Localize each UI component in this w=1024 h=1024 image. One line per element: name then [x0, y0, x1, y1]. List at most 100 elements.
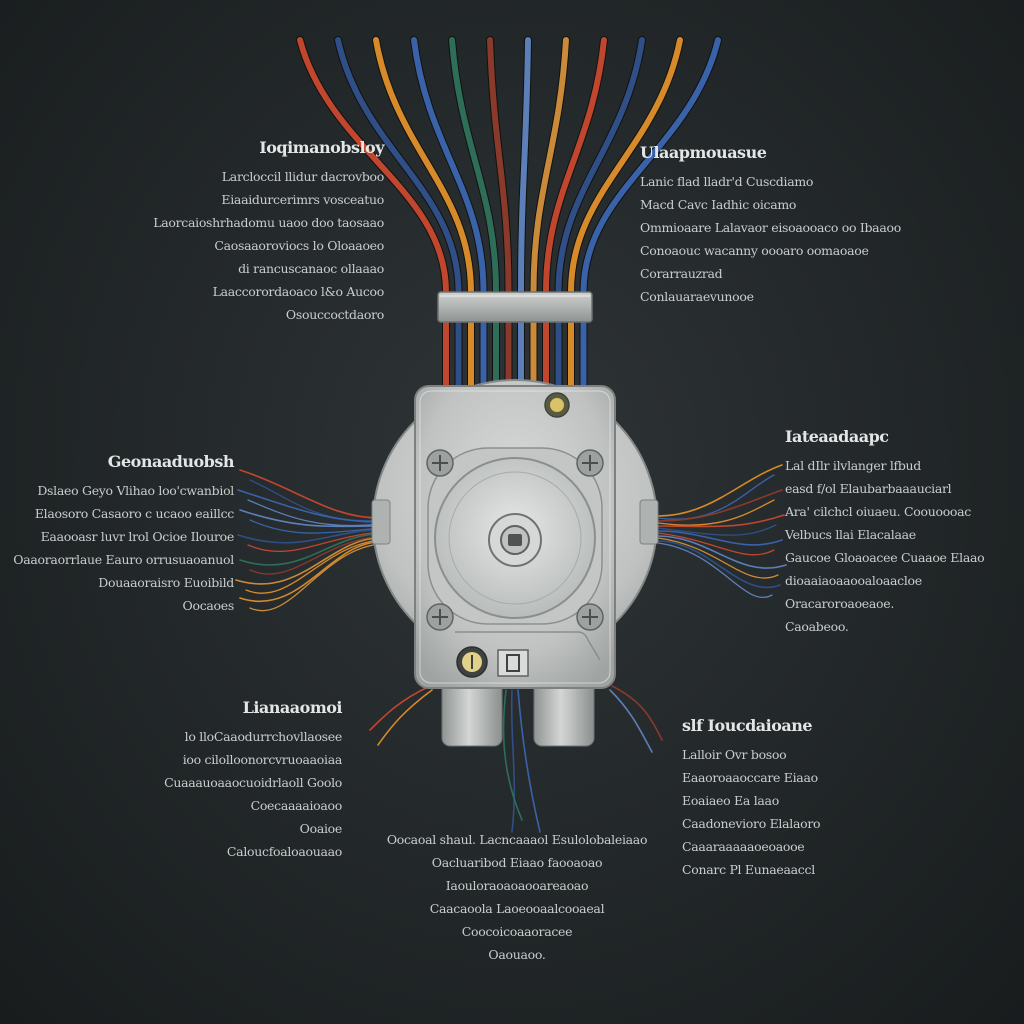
- wire: [237, 489, 381, 523]
- wire: [657, 530, 783, 546]
- wire: [247, 499, 381, 527]
- label-line: Elaosoro Casaoro c ucaoo eaillcc: [34, 506, 234, 521]
- wire: [555, 37, 645, 393]
- wire: [335, 37, 462, 393]
- indicator-dial-icon: [456, 646, 488, 678]
- wire: [568, 37, 683, 393]
- label-group-mid-left: Geonaaduobsh Dslaeo Geyo Vlihao loo'cwan…: [13, 452, 234, 617]
- label-line: Oocaoes: [182, 598, 235, 613]
- wire: [609, 689, 653, 753]
- label-line: easd f/ol Elaubarbaaauciarl: [785, 481, 952, 496]
- label-line: Oaaoraorrlaue Eauro orrusuaoanuol: [13, 552, 234, 567]
- label-line: Lanic flad lladr'd Cuscdiamo: [640, 174, 814, 189]
- label-line: Oracaroroaoeaoe.: [785, 596, 895, 611]
- label-line: Eiaaidurcerimrs vosceatuo: [221, 192, 384, 207]
- label-group-bottom-right: slf Ioucdaioane Lalloir Ovr bosoo Eaaoro…: [682, 716, 821, 881]
- heading-mid-left: Geonaaduobsh: [107, 452, 235, 471]
- wire: [239, 469, 381, 519]
- label-group-mid-right: Iateaadaapc Lal dIlr ilvlanger lfbud eas…: [785, 427, 985, 638]
- label-line: Osouccoctdaoro: [285, 307, 384, 322]
- label-line: Caacaoola Laoeooaalcooaeal: [429, 901, 605, 916]
- label-line: Coocoicoaaoracee: [461, 924, 573, 939]
- wire: [249, 535, 381, 575]
- label-line: Gaucoe Gloaoacee Cuaaoe Elaao: [785, 550, 985, 565]
- label-line: ioo cilolloonorcvruoaaoiaa: [182, 752, 343, 767]
- label-line: Ara' cilchcl oiuaeu. Coouoooac: [785, 504, 972, 519]
- wire: [502, 689, 523, 821]
- wire: [239, 509, 381, 528]
- wire: [449, 37, 499, 393]
- screw-icon: [576, 603, 604, 631]
- label-line: Eaaoroaaoccare Eiaao: [682, 770, 818, 785]
- status-lamp-icon: [544, 392, 570, 418]
- wire: [657, 532, 775, 556]
- label-line: di rancuscanaoc ollaaao: [238, 261, 384, 276]
- wire: [611, 685, 663, 741]
- heading-mid-right: Iateaadaapc: [785, 427, 889, 446]
- label-line: Eaaooasr luvr lrol Ocioe Ilouroe: [40, 529, 235, 544]
- wire: [657, 542, 773, 598]
- label-line: Caoabeoo.: [785, 619, 849, 634]
- label-line: Lal dIlr ilvlanger lfbud: [785, 458, 921, 473]
- label-group-top-right: Ulaapmouasue Lanic flad lladr'd Cuscdiam…: [640, 143, 901, 308]
- wire: [657, 524, 777, 536]
- wire: [377, 689, 433, 746]
- wire: [517, 689, 541, 833]
- label-line: Velbucs llai Elacalaae: [785, 527, 916, 542]
- label-line: Eoaiaeo Ea laao: [682, 793, 779, 808]
- wire: [237, 529, 381, 544]
- wire: [247, 531, 381, 553]
- terminal-block-icon: [497, 649, 529, 677]
- label-line: Laaccorordaoaco l&o Aucoo: [212, 284, 385, 299]
- label-line: Conoaouc wacanny oooaro oomaoaoe: [640, 243, 869, 258]
- label-line: Caosaaoroviocs lo Oloaaoeo: [214, 238, 384, 253]
- bottom-wire-fan: [369, 685, 663, 833]
- label-line: Douaaoraisro Euoibild: [98, 575, 234, 590]
- wire: [580, 37, 721, 393]
- wire: [657, 514, 785, 528]
- label-group-bottom-left: Lianaaomoi lo lloCaaodurrchovllaosee ioo…: [164, 698, 342, 863]
- wire: [657, 535, 787, 569]
- label-line: Caadonevioro Elalaoro: [682, 816, 821, 831]
- right-wire-fan: [657, 464, 787, 598]
- label-line: Caloucfoaloaouaao: [226, 844, 342, 859]
- label-line: Laorcaioshrhadomu uaoo doo taosaao: [153, 215, 384, 230]
- heading-bottom-right: slf Ioucdaioane: [682, 716, 813, 735]
- label-line: Conlauaraevunooe: [640, 289, 754, 304]
- wire: [239, 541, 381, 602]
- wire: [657, 499, 775, 526]
- label-line: Ommioaare Lalavaor eisoaooaco oo Ibaaoo: [640, 220, 901, 235]
- wire: [369, 685, 431, 731]
- wire: [249, 519, 381, 534]
- wire: [239, 533, 381, 566]
- wire: [657, 540, 781, 589]
- wire: [235, 537, 381, 585]
- label-line: Iaouloraoaoaooareaoao: [445, 878, 589, 893]
- wire: [510, 689, 516, 833]
- left-wire-fan: [235, 469, 381, 612]
- cable-clamp-icon: [437, 291, 593, 323]
- label-line: Cuaaauoaaocuoidrlaoll Goolo: [164, 775, 342, 790]
- label-line: lo lloCaaodurrchovllaosee: [184, 729, 343, 744]
- wire: [411, 37, 487, 393]
- wire: [245, 539, 381, 594]
- wire: [657, 537, 779, 579]
- label-line: Larcloccil llidur dacrovboo: [221, 169, 385, 184]
- label-line: Oaouaoo.: [488, 947, 546, 962]
- label-line: Dslaeo Geyo Vlihao loo'cwanbiol: [37, 483, 234, 498]
- wire: [249, 543, 381, 612]
- wire: [530, 37, 569, 393]
- wire: [487, 37, 512, 393]
- heading-top-left: Ioqimanobsloy: [259, 138, 384, 157]
- label-line: Corarrauzrad: [640, 266, 723, 281]
- label-line: dioaaiaoaaooaloaacloe: [785, 573, 922, 588]
- wire: [373, 37, 474, 393]
- label-group-bottom-center: Oocaoal shaul. Lacncaaaol Esulolobaleiaa…: [372, 828, 662, 966]
- label-group-top-left: Ioqimanobsloy Larcloccil llidur dacrovbo…: [153, 138, 384, 326]
- label-line: Caaaraaaaaoeoaooe: [682, 839, 805, 854]
- label-line: Macd Cavc Iadhic oicamo: [640, 197, 797, 212]
- screw-icon: [576, 449, 604, 477]
- label-line: Oacluaribod Eiaao faooaoao: [431, 855, 603, 870]
- label-line: Oocaoal shaul. Lacncaaaol Esulolobaleiaa…: [386, 832, 648, 847]
